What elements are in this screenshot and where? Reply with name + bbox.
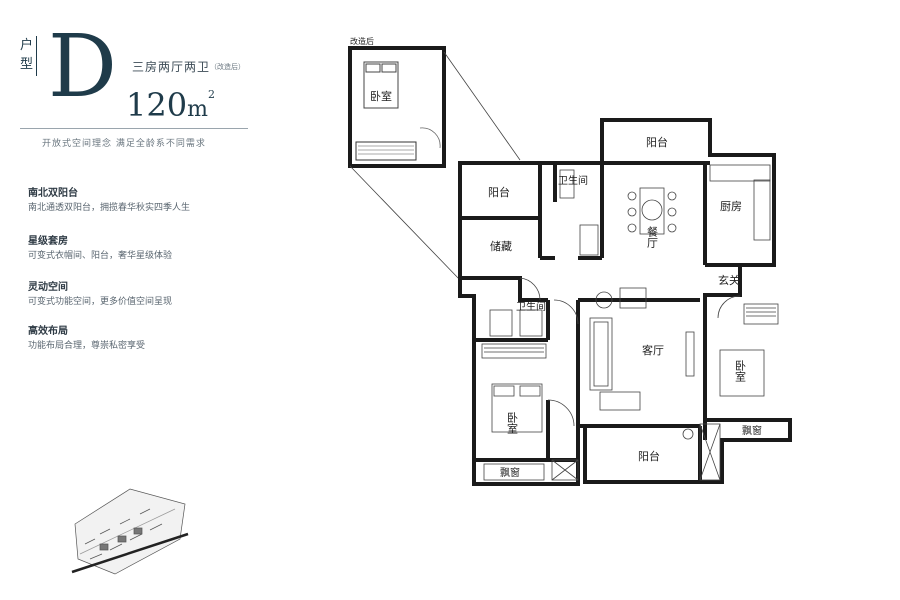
room-label: 客厅 [642, 343, 664, 357]
inset-title: 改造后 [350, 36, 374, 46]
feature-desc: 南北通透双阳台，拥揽春华秋实四季人生 [28, 203, 191, 213]
area-superscript: 2 [207, 88, 215, 101]
site-location-map [71, 488, 189, 575]
inset-plan [348, 46, 446, 168]
prefix-divider [36, 36, 37, 76]
inset-wall [348, 46, 446, 168]
inset-connector [349, 51, 521, 281]
layout-note: （改造后） [210, 63, 245, 71]
room-label: 卫生间 [516, 300, 546, 313]
unit-letter: D [48, 17, 117, 117]
room-label: 厨房 [720, 200, 742, 213]
room-label: 储藏 [490, 239, 512, 253]
wardrobe [355, 141, 417, 161]
layout-title: 三房两厅两卫 [132, 60, 211, 74]
slogan-divider [20, 128, 248, 129]
unit-prefix: 户型 [20, 38, 34, 72]
room-label: 卫生间 [558, 174, 588, 187]
room-label: 阳台 [638, 449, 660, 463]
unit-area: 120m2 [126, 86, 215, 124]
room-label: 阳台 [488, 185, 510, 199]
room-label: 玄关 [718, 273, 740, 287]
feature-title: 灵动空间 [28, 282, 68, 293]
fixtures [481, 164, 779, 481]
room-label: 卧室 [734, 360, 747, 382]
room-label: 阳台 [646, 135, 668, 149]
feature-title: 南北双阳台 [28, 188, 78, 199]
main-walls [458, 118, 792, 486]
area-unit: m [187, 97, 208, 122]
unit-info-panel: 户型 D 三房两厅两卫 （改造后） 120m2 开放式空间理念 满足全龄系不同需… [0, 0, 300, 600]
room-label: 卧室 [506, 412, 519, 434]
bed [363, 61, 399, 109]
feature-desc: 可变式功能空间，更多价值空间呈现 [28, 297, 173, 307]
feature-desc: 可变式衣帽间、阳台，奢华星级体验 [28, 251, 173, 261]
feature-title: 高效布局 [28, 326, 68, 337]
floor-plan: 卧室 改造后 阳台 阳台 卫生间 储藏 餐厅 厨房 玄关 卫生间 客厅 卧室 卧… [348, 36, 792, 486]
feature-title: 星级套房 [28, 236, 68, 247]
room-label: 卧室 [370, 89, 392, 103]
area-value: 120 [126, 86, 188, 124]
room-label: 飘窗 [500, 466, 520, 479]
slogan: 开放式空间理念 满足全龄系不同需求 [42, 139, 206, 149]
room-label: 餐厅 [646, 225, 659, 248]
feature-desc: 功能布局合理，尊崇私密享受 [28, 341, 146, 351]
room-label: 飘窗 [742, 424, 762, 437]
